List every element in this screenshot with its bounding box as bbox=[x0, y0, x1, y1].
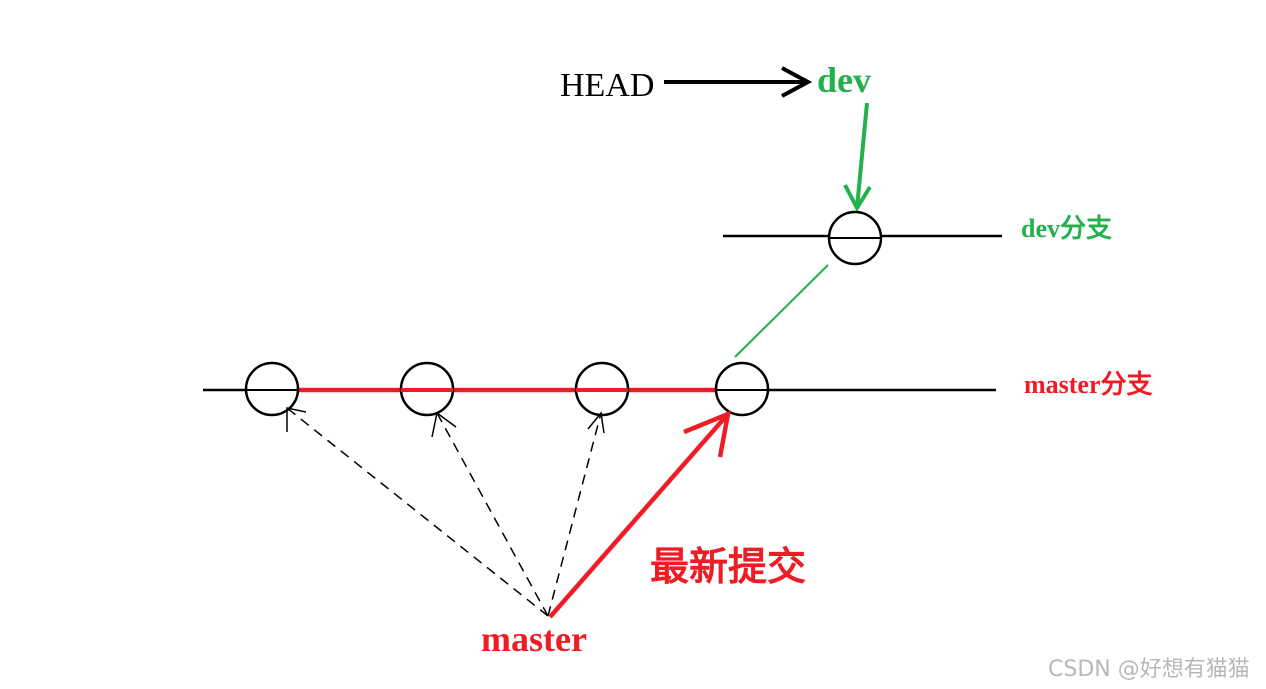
dev-branch-label: dev分支 bbox=[1021, 214, 1112, 243]
head-label: HEAD bbox=[560, 67, 654, 104]
master-latest-commit-node bbox=[714, 361, 770, 417]
historical-pointer-arrows bbox=[286, 407, 605, 617]
branch-connector bbox=[734, 264, 829, 358]
watermark-text: CSDN @好想有猫猫 bbox=[1048, 657, 1250, 682]
dev-pointer-label: dev bbox=[817, 60, 871, 100]
head-to-dev-arrow bbox=[664, 66, 813, 98]
master-commit-node bbox=[399, 361, 455, 417]
latest-commit-label: 最新提交 bbox=[650, 546, 806, 589]
master-branch-label: master分支 bbox=[1024, 370, 1153, 399]
master-commit-node bbox=[244, 361, 300, 417]
master-to-latest-arrow bbox=[548, 410, 731, 619]
master-commit-node bbox=[574, 361, 630, 417]
master-pointer-label: master bbox=[481, 619, 587, 659]
dev-to-commit-arrow bbox=[843, 102, 872, 213]
